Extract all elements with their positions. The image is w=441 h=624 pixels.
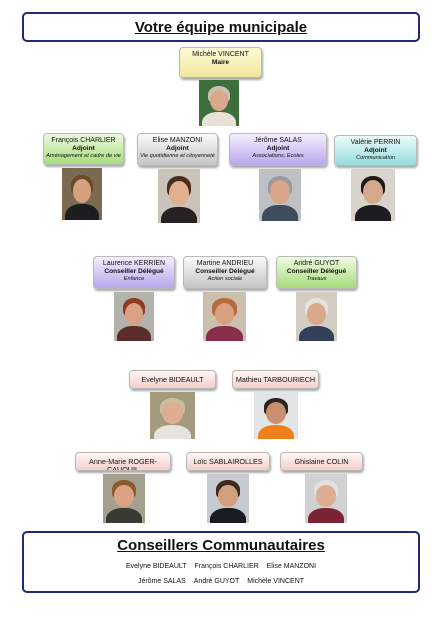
conseiller-name: Elise MANZONI	[266, 563, 317, 570]
member-photo-perrin	[351, 169, 395, 221]
photo-shoulders	[354, 205, 392, 221]
photo-head	[316, 484, 336, 508]
member-detail: Action sociale	[207, 275, 243, 282]
member-photo-tarbouriech	[254, 392, 298, 439]
member-photo-bideault	[150, 392, 195, 439]
member-photo-guyot	[296, 292, 337, 341]
photo-head	[72, 179, 92, 204]
photo-head	[169, 180, 189, 206]
photo-shoulders	[308, 508, 344, 523]
photo-shoulders	[106, 508, 142, 523]
member-photo-colin	[305, 474, 347, 523]
conseiller-name: Evelyne BIDEAULT	[125, 563, 187, 570]
member-name: François CHARLIER	[51, 137, 116, 144]
member-detail: Communication	[356, 154, 395, 161]
photo-shoulders	[202, 112, 236, 126]
member-name: Martine ANDRIEU	[196, 260, 254, 267]
conseillers-row-1: Evelyne BIDEAULT François CHARLIER Elise…	[24, 563, 418, 570]
title-frame: Votre équipe municipale	[22, 12, 420, 42]
photo-shoulders	[65, 204, 99, 220]
member-box-roger: Anne-Marie ROGER-CAUQUIL	[75, 452, 171, 471]
photo-head	[114, 484, 134, 508]
photo-head	[124, 302, 144, 326]
photo-head	[218, 484, 238, 508]
photo-shoulders	[117, 326, 151, 341]
conseillers-row-2: Jérôme SALAS André GUYOT Michèle VINCENT	[24, 578, 418, 585]
member-photo-sablairolles	[207, 474, 249, 523]
member-detail: Associations, Ecoles	[252, 152, 304, 159]
member-box-colin: Ghislaine COLIN	[280, 452, 363, 471]
photo-shoulders	[153, 424, 192, 439]
member-detail: Vie quotidienne et citoyenneté	[140, 152, 215, 159]
member-name: Anne-Marie ROGER-CAUQUIL	[89, 457, 157, 471]
member-name: Mathieu TARBOURIECH	[235, 375, 316, 384]
photo-head	[270, 180, 290, 205]
photo-head	[209, 90, 229, 112]
photo-shoulders	[206, 326, 243, 341]
photo-shoulders	[210, 508, 246, 523]
conseiller-name: Michèle VINCENT	[247, 578, 305, 585]
member-photo-charlier	[62, 168, 102, 220]
member-name: Michèle VINCENT	[192, 51, 249, 58]
photo-head	[265, 402, 287, 424]
member-photo-manzoni	[158, 169, 200, 223]
member-photo-vincent	[199, 80, 239, 126]
member-name: Laurence KERRIEN	[102, 260, 166, 267]
member-photo-kerrien	[114, 292, 154, 341]
member-role: Maire	[211, 59, 230, 67]
photo-head	[307, 302, 326, 326]
photo-shoulders	[262, 205, 298, 221]
member-name: Evelyne BIDEAULT	[141, 375, 204, 384]
conseiller-name: Jérôme SALAS	[137, 578, 186, 585]
conseillers-title: Conseillers Communautaires	[117, 537, 325, 554]
photo-shoulders	[299, 326, 334, 341]
member-detail: Enfance	[123, 275, 145, 282]
member-role: Conseiller Délégué	[195, 268, 255, 276]
member-role: Adjoint	[166, 145, 189, 153]
member-name: Valérie PERRIN	[350, 139, 401, 146]
member-role: Adjoint	[266, 145, 290, 153]
photo-shoulders	[161, 206, 197, 223]
member-role: Conseiller Délégué	[104, 268, 164, 276]
member-detail: Aménagement et cadre de vie	[46, 152, 121, 159]
photo-head	[214, 302, 235, 326]
member-role: Conseiller Délégué	[286, 268, 347, 276]
member-role: Adjoint	[72, 145, 95, 153]
conseiller-name: François CHARLIER	[194, 563, 259, 570]
member-name: Elise MANZONI	[152, 137, 203, 144]
member-role: Adjoint	[364, 147, 387, 155]
member-photo-roger	[103, 474, 145, 523]
member-name: Ghislaine COLIN	[294, 457, 349, 466]
member-box-tarbouriech: Mathieu TARBOURIECH	[232, 370, 319, 389]
photo-head	[162, 402, 183, 424]
member-photo-salas	[259, 169, 301, 221]
member-box-bideault: Evelyne BIDEAULT	[129, 370, 216, 389]
photo-shoulders	[257, 424, 295, 439]
member-name: Loïc SABLAIROLLES	[193, 457, 263, 466]
member-name: André GUYOT	[293, 260, 340, 267]
member-photo-andrieu	[203, 292, 246, 341]
conseillers-frame: Conseillers Communautaires Evelyne BIDEA…	[22, 531, 420, 593]
member-name: Jérôme SALAS	[254, 137, 302, 144]
member-detail: Travaux	[306, 275, 327, 282]
member-box-sablairolles: Loïc SABLAIROLLES	[186, 452, 270, 471]
page-title: Votre équipe municipale	[134, 19, 308, 36]
photo-head	[362, 180, 384, 205]
conseiller-name: André GUYOT	[193, 578, 240, 585]
